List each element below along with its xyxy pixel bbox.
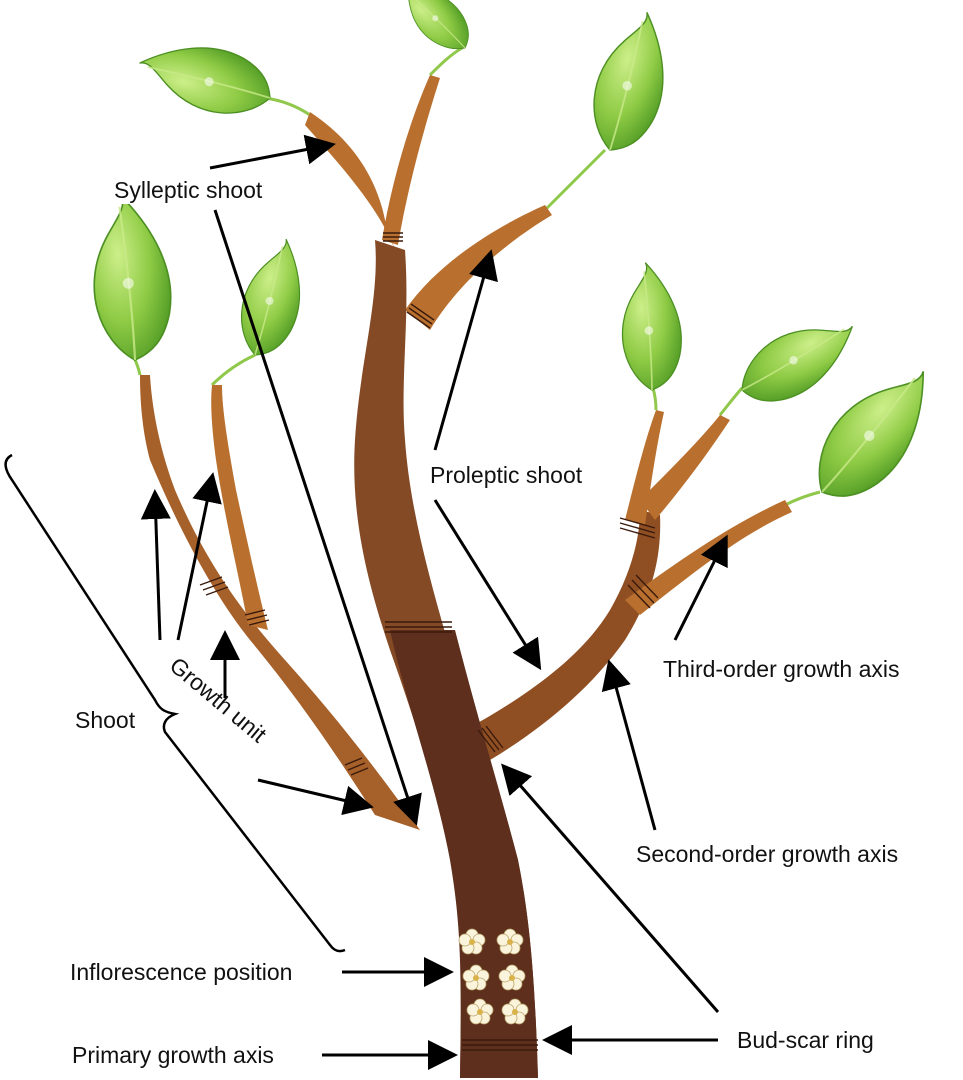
arrow-second-order [601,659,657,831]
label-second-order-axis: Second-order growth axis [636,841,898,867]
label-proleptic-shoot: Proleptic shoot [430,462,583,488]
label-sylleptic-shoot: Sylleptic shoot [114,177,263,203]
arrow-sylleptic-top [209,134,336,170]
bud-scar-rings [199,232,659,1051]
label-inflorescence-position: Inflorescence position [70,959,292,985]
label-bud-scar-ring: Bud-scar ring [737,1027,874,1053]
label-third-order-axis: Third-order growth axis [663,656,899,682]
arrow-growth-unit-4 [257,778,374,816]
second-order-branch [465,510,661,760]
arrow-third-order [673,534,728,641]
left-sylleptic-branch [211,385,268,630]
arrow-sylleptic-long [213,209,422,826]
top-middle-shoot [382,75,440,245]
shoot-bracket [4,453,346,953]
label-primary-growth-axis: Primary growth axis [72,1042,274,1068]
arrow-growth-unit-2 [176,472,222,641]
trunk [354,240,538,1078]
arrow-bud-scar-trunk [501,763,720,1013]
arrow-proleptic-up [433,249,498,451]
third-order-branch-upper [625,410,664,525]
top-left-shoot [305,112,395,250]
third-order-branch-mid [640,415,730,520]
label-shoot: Shoot [75,707,136,733]
arrows [140,134,728,1070]
arrow-proleptic-down [433,499,542,671]
proleptic-shoot [405,205,552,330]
arrow-growth-unit-1 [140,489,171,641]
